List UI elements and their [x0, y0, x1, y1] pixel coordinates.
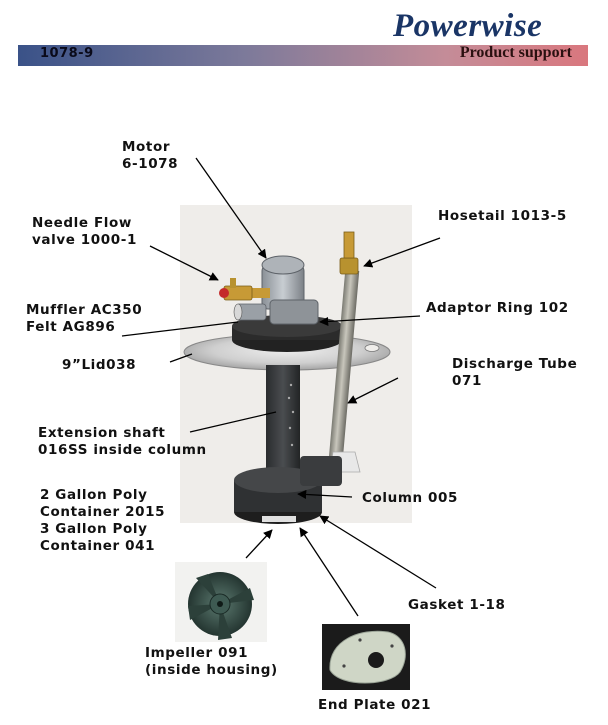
end-plate-photo — [322, 624, 410, 690]
hosetail-arrow — [363, 237, 441, 268]
header-bar: 1078-9 Product support — [18, 44, 588, 66]
label-needle-valve: Needle Flow valve 1000-1 — [32, 215, 137, 248]
label-impeller: Impeller 091 (inside housing) — [145, 645, 278, 678]
label-muffler: Muffler AC350 Felt AG896 — [26, 302, 143, 335]
needle-valve-arrow — [149, 245, 219, 281]
column — [266, 365, 300, 485]
muffler-arrow — [121, 321, 239, 337]
brand-logo: Powerwise — [393, 8, 543, 44]
needle-valve — [219, 278, 253, 301]
pump-housing — [234, 456, 342, 524]
lid-arrow — [169, 353, 193, 363]
label-gasket: Gasket 1-18 — [408, 597, 506, 613]
label-discharge-tube: Discharge Tube 071 — [452, 356, 578, 389]
label-extension-shaft: Extension shaft 016SS inside column — [38, 425, 207, 458]
column-arrow — [297, 489, 353, 499]
label-container: 2 Gallon Poly Container 2015 3 Gallon Po… — [40, 487, 166, 554]
motor — [250, 255, 319, 325]
muffler — [233, 303, 267, 321]
discharge-tube-arrow — [347, 377, 399, 404]
section-title: Product support — [459, 44, 572, 61]
end-plate-arrow — [299, 527, 359, 617]
label-column: Column 005 — [362, 490, 458, 506]
container-arrow — [245, 529, 273, 559]
label-adaptor-ring: Adaptor Ring 102 — [426, 300, 569, 316]
impeller-photo — [175, 562, 267, 642]
adaptor-ring-arrow — [319, 315, 421, 327]
motor-arrow — [195, 157, 267, 259]
label-hosetail: Hosetail 1013-5 — [438, 208, 567, 224]
document-code: 1078-9 — [40, 46, 94, 61]
hosetail — [339, 231, 359, 275]
label-lid: 9”Lid038 — [62, 357, 137, 373]
label-motor: Motor 6-1078 — [122, 139, 179, 172]
gasket-arrow — [319, 515, 437, 589]
label-end-plate: End Plate 021 — [318, 697, 432, 713]
extension-shaft-arrow — [189, 411, 277, 433]
